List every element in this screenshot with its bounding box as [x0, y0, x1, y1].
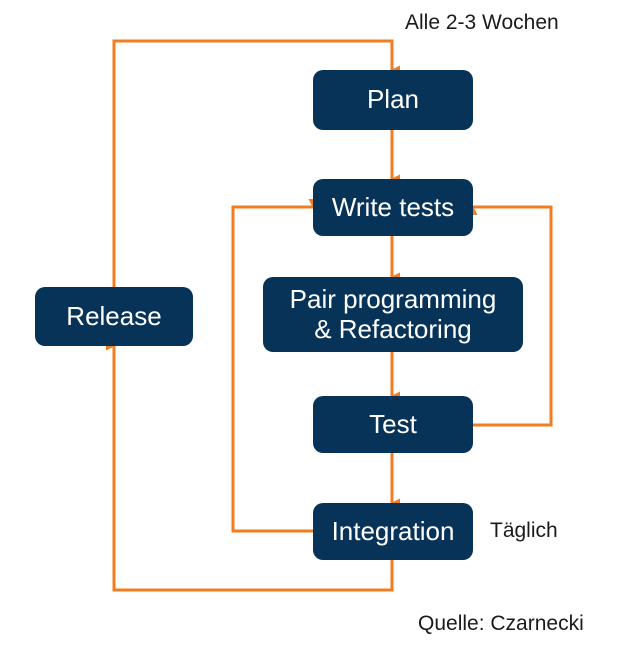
- node-plan[interactable]: Plan: [313, 70, 473, 130]
- node-write-tests[interactable]: Write tests: [313, 179, 473, 236]
- caption-iteration-cadence: Alle 2-3 Wochen: [405, 11, 559, 34]
- edge-integration-to-write-tests: [231, 199, 318, 533]
- edge-release-to-plan: [112, 39, 400, 287]
- node-pair-programming[interactable]: Pair programming & Refactoring: [263, 277, 523, 352]
- node-test[interactable]: Test: [313, 396, 473, 453]
- caption-daily-cadence: Täglich: [490, 519, 558, 542]
- node-integration[interactable]: Integration: [313, 503, 473, 560]
- edge-test-to-write-tests: [468, 205, 553, 427]
- edge-integration-to-release: [106, 341, 394, 592]
- caption-source: Quelle: Czarnecki: [418, 612, 584, 635]
- node-release[interactable]: Release: [35, 287, 193, 346]
